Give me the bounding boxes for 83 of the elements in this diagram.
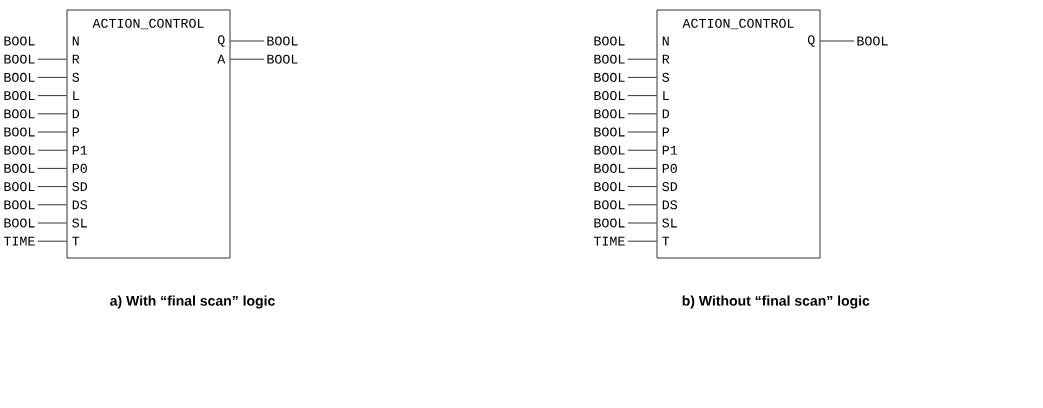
type-label: BOOL: [4, 54, 35, 64]
type-label: BOOL: [857, 36, 888, 46]
type-label: BOOL: [4, 72, 35, 82]
connector-line: [230, 40, 265, 42]
type-label: BOOL: [594, 54, 625, 64]
caption: a) With “final scan” logic: [110, 295, 275, 309]
type-label: BOOL: [594, 109, 625, 119]
pin-name: P: [72, 127, 80, 137]
connector-line: [37, 186, 67, 187]
type-label: BOOL: [4, 163, 35, 173]
type-label: BOOL: [267, 36, 298, 46]
connector-line: [37, 149, 67, 151]
type-label: BOOL: [4, 200, 35, 210]
connector-line: [627, 95, 657, 96]
type-label: BOOL: [594, 36, 625, 46]
pin-name: DS: [662, 200, 678, 210]
pin-name: R: [72, 54, 80, 64]
type-label: BOOL: [4, 109, 35, 119]
pin-name: A: [217, 54, 226, 64]
type-label: BOOL: [4, 182, 35, 192]
connector-line: [37, 222, 67, 224]
connector-line: [37, 240, 67, 242]
pin-name: DS: [72, 200, 88, 210]
connector-line: [627, 131, 657, 133]
connector-line: [627, 168, 657, 169]
connector-line: [627, 186, 657, 187]
connector-line: [820, 40, 855, 42]
connector-line: [37, 58, 67, 60]
connector-line: [627, 149, 657, 151]
connector-line: [37, 95, 67, 96]
pin-name: T: [72, 236, 80, 246]
type-label: TIME: [593, 236, 625, 246]
connector-line: [37, 113, 67, 115]
type-label: BOOL: [4, 218, 35, 228]
connector-line: [627, 77, 657, 78]
connector-line: [37, 168, 67, 169]
connector-line: [627, 113, 657, 115]
type-label: BOOL: [594, 218, 625, 228]
pin-name: N: [662, 36, 669, 46]
connector-line: [627, 222, 657, 224]
connector-line: [627, 240, 657, 242]
pin-name: Q: [807, 35, 815, 47]
pin-name: SL: [662, 218, 677, 228]
pin-name: D: [72, 109, 80, 119]
connector-line: [37, 131, 67, 133]
pin-name: P1: [662, 145, 678, 155]
connector-line: [230, 58, 265, 60]
pin-name: L: [73, 91, 79, 100]
type-label: BOOL: [267, 54, 298, 64]
caption: b) Without “final scan” logic: [682, 295, 870, 309]
pin-name: N: [72, 36, 79, 46]
connector-line: [627, 204, 657, 206]
pin-name: S: [72, 72, 80, 82]
pin-name: D: [662, 109, 670, 119]
type-label: BOOL: [594, 163, 625, 173]
pin-name: Q: [217, 35, 225, 47]
pin-name: SL: [72, 218, 87, 228]
type-label: BOOL: [594, 72, 625, 82]
connector-line: [37, 204, 67, 206]
block-title: ACTION_CONTROL: [92, 18, 204, 30]
pin-name: P1: [72, 145, 88, 155]
pin-name: P0: [662, 163, 677, 173]
pin-name: S: [662, 72, 670, 82]
type-label: BOOL: [4, 127, 35, 137]
pin-name: L: [663, 91, 669, 100]
block-title: ACTION_CONTROL: [682, 18, 794, 30]
type-label: TIME: [3, 236, 35, 246]
type-label: BOOL: [594, 182, 625, 192]
type-label: BOOL: [4, 145, 35, 155]
pin-name: R: [662, 54, 670, 64]
type-label: BOOL: [594, 127, 625, 137]
type-label: BOOL: [4, 36, 35, 46]
pin-name: P: [662, 127, 670, 137]
pin-name: P0: [72, 163, 87, 173]
pin-name: SD: [72, 182, 88, 192]
connector-line: [627, 58, 657, 60]
type-label: BOOL: [594, 145, 625, 155]
connector-line: [37, 77, 67, 78]
pin-name: SD: [662, 182, 678, 192]
pin-name: T: [662, 236, 670, 246]
type-label: BOOL: [4, 91, 35, 101]
type-label: BOOL: [594, 91, 625, 101]
type-label: BOOL: [594, 200, 625, 210]
